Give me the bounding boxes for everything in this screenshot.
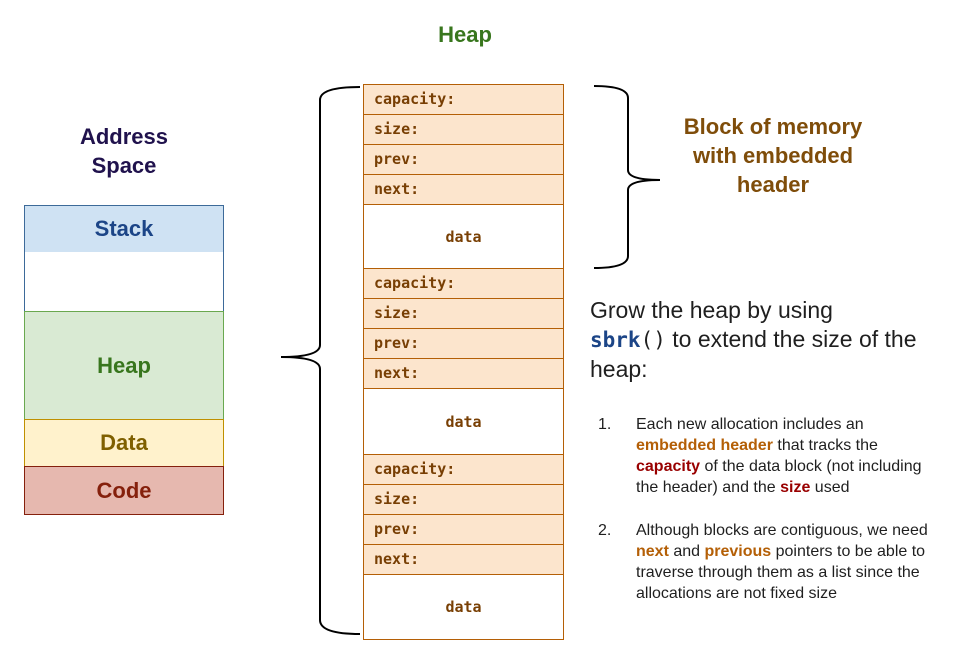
address-space-title-line2: Space [91, 153, 157, 178]
data-region: data [363, 388, 564, 455]
heap-brace [280, 86, 361, 635]
segment-free [24, 252, 224, 312]
step-text: that tracks the [772, 437, 878, 454]
address-space-title: Address Space [24, 122, 224, 180]
capacity-field: capacity: [363, 454, 564, 485]
step-highlight: next [636, 543, 669, 560]
step-item: 2. Although blocks are contiguous, we ne… [596, 520, 936, 604]
grow-prefix: Grow the heap by using [590, 297, 833, 323]
grow-suffix: to extend the size of the heap: [590, 326, 917, 382]
step-number: 1. [598, 416, 612, 433]
next-field: next: [363, 358, 564, 389]
step-item: 1. Each new allocation includes an embed… [596, 414, 936, 498]
size-field: size: [363, 298, 564, 329]
step-text: and [668, 543, 705, 560]
step-highlight: size [780, 479, 811, 496]
capacity-field: capacity: [363, 268, 564, 299]
next-field: next: [363, 544, 564, 575]
step-number: 2. [598, 522, 612, 539]
step-text: Although blocks are contiguous, we need [636, 522, 928, 539]
step-text: pointers to be able to traverse through … [636, 543, 926, 602]
segment-heap: Heap [24, 311, 224, 420]
step-text: Each new allocation includes an [636, 416, 864, 433]
data-region: data [363, 574, 564, 640]
address-space-title-line1: Address [79, 124, 169, 149]
heap-title: Heap [438, 22, 492, 47]
prev-field: prev: [363, 144, 564, 175]
step-highlight: previous [704, 543, 772, 560]
prev-field: prev: [363, 514, 564, 545]
step-highlight: embedded header [636, 437, 773, 454]
segment-code: Code [24, 466, 224, 515]
segment-data: Data [24, 419, 224, 467]
grow-heap-text: Grow the heap by using sbrk() to extend … [590, 296, 930, 384]
heap-blocks: capacity: size: prev: next: data capacit… [363, 84, 564, 640]
block-brace [593, 85, 661, 269]
sbrk-function: sbrk [590, 328, 641, 352]
block-label: Block of memory with embedded header [683, 114, 863, 197]
steps-list: 1. Each new allocation includes an embed… [596, 414, 936, 604]
capacity-field: capacity: [363, 84, 564, 115]
sbrk-parens: () [640, 328, 666, 352]
step-text: of the data block (not including the hea… [636, 458, 922, 496]
step-text: used [810, 479, 850, 496]
step-highlight: capacity [636, 458, 701, 475]
